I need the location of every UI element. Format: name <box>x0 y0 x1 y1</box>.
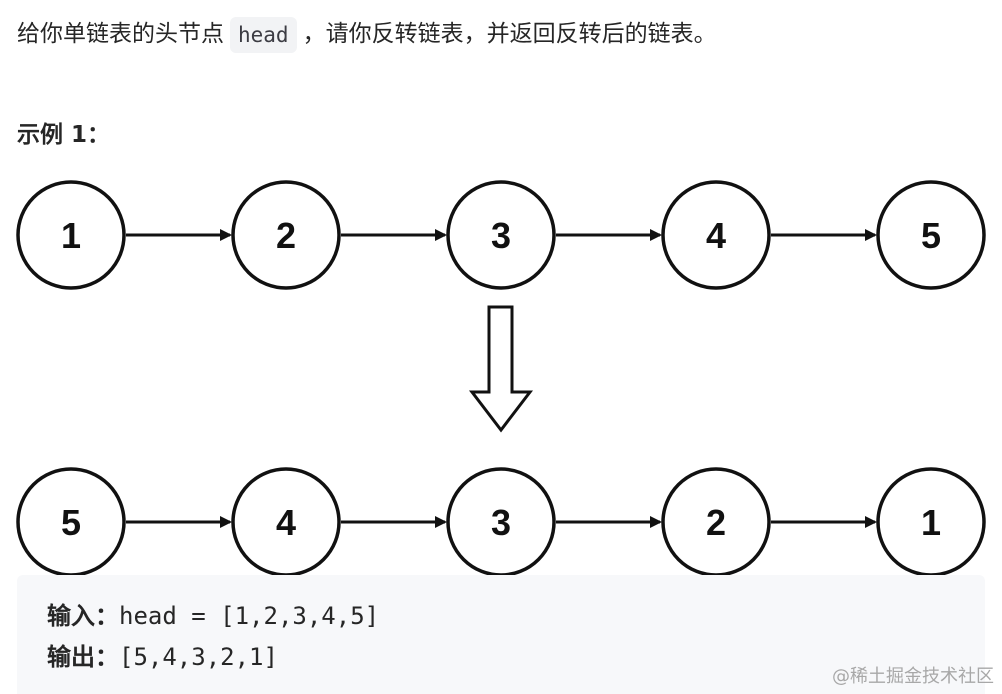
example-io-block: 输入：head = [1,2,3,4,5] 输出：[5,4,3,2,1] <box>17 575 985 694</box>
node-value: 1 <box>921 502 941 543</box>
node-value: 4 <box>706 215 726 256</box>
node-value: 1 <box>61 215 81 256</box>
list-node: 3 <box>446 180 556 290</box>
list-node: 4 <box>231 467 341 575</box>
list-node: 2 <box>231 180 341 290</box>
list-node: 5 <box>16 467 126 575</box>
output-label: 输出： <box>47 643 119 671</box>
example-title: 示例 1： <box>17 122 111 148</box>
list-node: 4 <box>661 180 771 290</box>
node-value: 4 <box>276 502 296 543</box>
output-value: [5,4,3,2,1] <box>119 643 278 671</box>
node-value: 5 <box>921 215 941 256</box>
list-node: 1 <box>16 180 126 290</box>
description-text-before: 给你单链表的头节点 <box>17 21 224 47</box>
input-value: head = [1,2,3,4,5] <box>119 602 380 630</box>
output-line: 输出：[5,4,3,2,1] <box>47 637 278 677</box>
inline-code-head: head <box>230 16 297 53</box>
hollow-down-arrow-icon <box>468 305 534 433</box>
input-line: 输入：head = [1,2,3,4,5] <box>47 596 379 636</box>
list-node: 5 <box>876 180 986 290</box>
original-list: 1 2 3 4 5 <box>16 180 986 290</box>
input-label: 输入： <box>47 602 119 630</box>
node-value: 3 <box>491 215 511 256</box>
list-node: 3 <box>446 467 556 575</box>
reversed-list: 5 4 3 2 1 <box>16 467 986 575</box>
node-value: 2 <box>276 215 296 256</box>
linked-list-diagram: 1 2 3 4 5 5 4 <box>16 180 986 575</box>
list-node: 1 <box>876 467 986 575</box>
node-value: 3 <box>491 502 511 543</box>
list-node: 2 <box>661 467 771 575</box>
description-text-after: ，请你反转链表，并返回反转后的链表。 <box>302 21 717 47</box>
watermark: @稀土掘金技术社区 <box>832 666 994 687</box>
node-value: 2 <box>706 502 726 543</box>
node-value: 5 <box>61 502 81 543</box>
